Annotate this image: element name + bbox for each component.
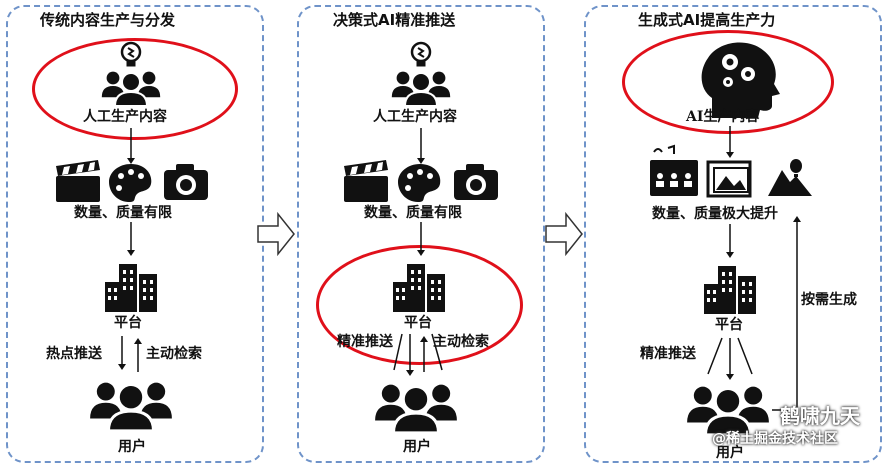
highlight-ellipse-producer — [32, 38, 238, 140]
on-demand-label: 按需生成 — [801, 292, 857, 308]
platform-label: 平台 — [114, 315, 142, 331]
active-search-label: 主动检索 — [146, 346, 202, 362]
human-creators-icon — [102, 41, 160, 106]
push-arrow-icon — [707, 337, 723, 375]
feedback-arrow-icon — [772, 222, 798, 411]
palette-icon — [398, 164, 441, 202]
producer-label: 人工生产内容 — [83, 109, 167, 125]
landscape-balloon-icon — [768, 159, 812, 196]
watermark-handle: @稀土掘金技术社区 — [712, 431, 838, 447]
panel-generative-ai — [584, 5, 882, 463]
camera-icon — [164, 164, 208, 200]
highlight-ellipse-platform — [316, 245, 523, 365]
push-arrow-icon — [737, 337, 753, 375]
platform-label: 平台 — [715, 317, 743, 333]
process-arrow-icon — [545, 211, 583, 257]
content-label: 数量、质量极大提升 — [652, 206, 778, 222]
platform-buildings-icon — [393, 264, 445, 312]
ai-brain-head-icon — [701, 42, 780, 118]
users-group-icon — [375, 385, 457, 433]
user-label: 用户 — [403, 439, 431, 455]
film-clapper-icon — [56, 160, 100, 202]
active-search-label: 主动检索 — [433, 334, 489, 350]
image-gallery-icon — [706, 160, 752, 198]
precise-push-label: 精准推送 — [640, 346, 696, 362]
watermark-brand: 鹤啸九天 — [780, 404, 860, 428]
push-arrow-icon — [393, 333, 403, 371]
users-group-icon — [90, 383, 172, 431]
content-label: 数量、质量有限 — [364, 205, 462, 221]
panel-title: 传统内容生产与分发 — [40, 11, 176, 29]
hot-push-label: 热点推送 — [46, 346, 102, 362]
palette-icon — [109, 164, 152, 202]
precise-push-label: 精准推送 — [337, 334, 393, 350]
panel-title: 决策式AI精准推送 — [333, 11, 456, 29]
producer-label: 人工生产内容 — [373, 109, 457, 125]
platform-buildings-icon — [704, 266, 756, 314]
push-arrow-icon — [431, 333, 443, 371]
highlight-ellipse-ai-producer — [622, 30, 834, 134]
content-label: 数量、质量有限 — [74, 205, 172, 221]
process-arrow-icon — [257, 211, 295, 257]
user-label: 用户 — [716, 445, 744, 461]
human-creators-icon — [392, 41, 450, 106]
platform-buildings-icon — [105, 264, 157, 312]
user-label: 用户 — [118, 439, 146, 455]
ai-producer-label: AI生产内容 — [686, 109, 760, 125]
film-clapper-icon — [344, 160, 388, 202]
camera-icon — [454, 164, 498, 200]
theater-audience-icon — [650, 144, 698, 196]
panel-decision-ai — [297, 5, 545, 463]
panel-title: 生成式AI提高生产力 — [638, 11, 776, 29]
platform-label: 平台 — [404, 315, 432, 331]
